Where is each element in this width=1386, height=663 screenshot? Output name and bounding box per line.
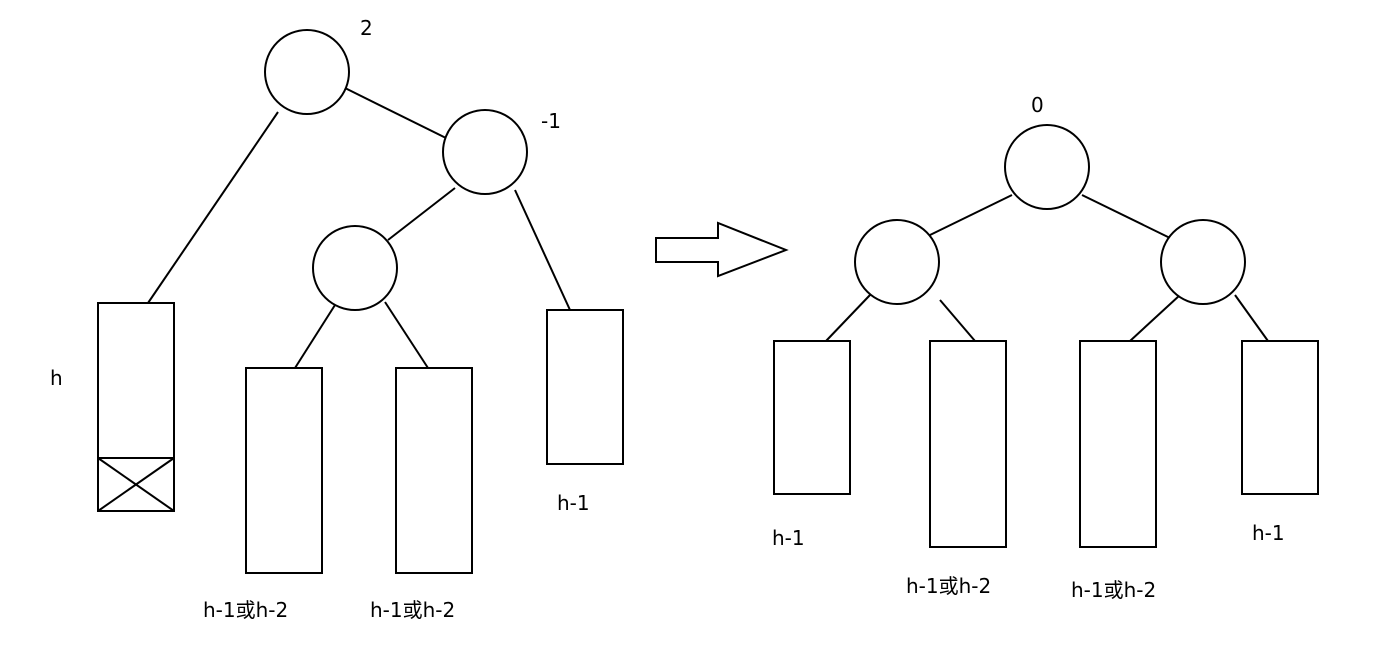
edge-right-b (1234, 294, 1269, 342)
edge-root-right (1081, 194, 1171, 239)
node-root (264, 29, 350, 115)
height-label-inner-right: h-1或h-2 (370, 598, 455, 622)
height-label-3: h-1或h-2 (1071, 578, 1156, 602)
subtree-1 (773, 340, 851, 495)
edge-root-left (147, 111, 279, 304)
right-arrow-icon (655, 221, 789, 278)
subtree-inner-right (395, 367, 473, 574)
height-label-2: h-1或h-2 (906, 574, 991, 598)
node-inner-child (312, 225, 398, 311)
inserted-cross-b (97, 457, 175, 512)
subtree-outer-right (546, 309, 624, 465)
edge-inner-right-subtree (384, 301, 429, 369)
height-label-inner-left: h-1或h-2 (203, 598, 288, 622)
height-label-outer-right: h-1 (557, 491, 590, 515)
edge-right-a (1129, 294, 1181, 342)
node-right-child (442, 109, 528, 195)
edge-left-a (825, 294, 871, 342)
height-label-left: h (50, 366, 63, 390)
subtree-4 (1241, 340, 1319, 495)
node-left-child (854, 219, 940, 305)
subtree-inner-left (245, 367, 323, 574)
before-tree: 2 -1 h h-1或h-2 h-1或h-2 h-1 (50, 16, 624, 622)
edge-inner-left-subtree (294, 304, 336, 369)
edge-left-b (939, 299, 976, 342)
balance-factor-right: -1 (541, 109, 561, 133)
subtree-2 (929, 340, 1007, 548)
after-tree: 0 h-1 h-1或h-2 h-1或h-2 h-1 (772, 93, 1319, 602)
edge-root-left (929, 194, 1013, 236)
height-label-1: h-1 (772, 526, 805, 550)
height-label-4: h-1 (1252, 521, 1285, 545)
edge-right-outer (514, 189, 571, 311)
node-right-child (1160, 219, 1246, 305)
balance-factor-root: 2 (360, 16, 373, 40)
node-root (1004, 124, 1090, 210)
edge-right-innerleft (387, 187, 456, 241)
subtree-3 (1079, 340, 1157, 548)
balance-factor-root: 0 (1031, 93, 1044, 117)
edge-root-right (344, 87, 451, 141)
